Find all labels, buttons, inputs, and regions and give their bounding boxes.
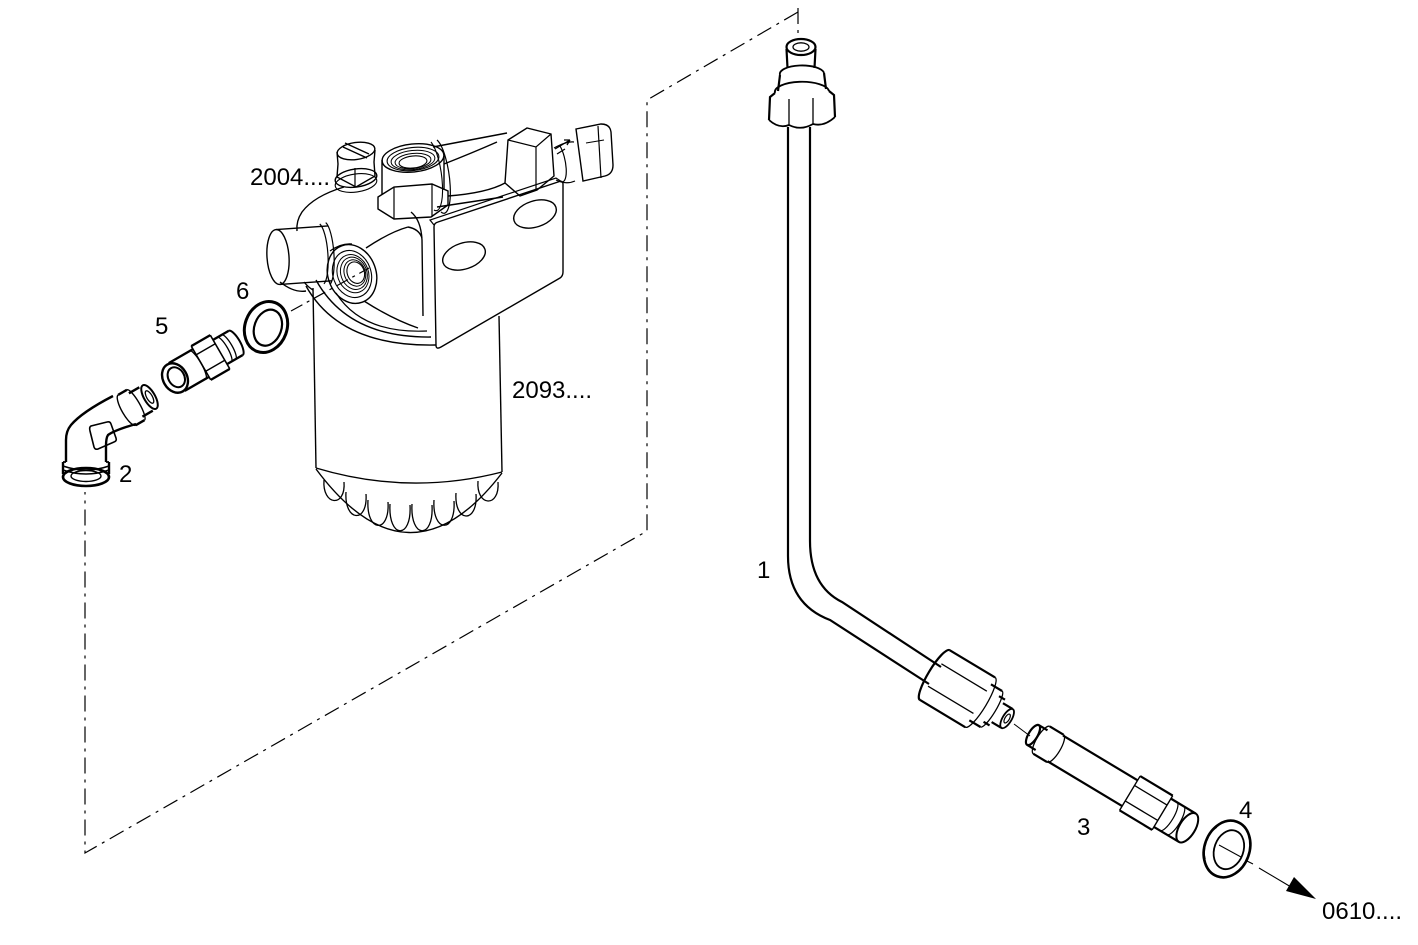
drain-plug [334, 141, 378, 193]
seal-ring-part6 [242, 300, 290, 354]
inline-fitting-part3 [1024, 723, 1200, 844]
exploded-axis-leader [290, 267, 370, 312]
left-port [266, 222, 335, 286]
seal-washer-part4 [1202, 819, 1252, 879]
elbow-fitting-part2 [61, 383, 159, 488]
labels: 2004.... 2093.... 0610.... 1 2 3 4 5 6 [119, 164, 1402, 925]
ref-label-filter-head[interactable]: 2004.... [250, 164, 330, 191]
outlet-fitting [430, 123, 614, 214]
fuel-pipe-part1 [767, 37, 1015, 730]
callout-item-6[interactable]: 6 [236, 278, 249, 305]
ref-label-continuation[interactable]: 0610.... [1322, 898, 1402, 925]
nipple-fitting-part5 [160, 329, 245, 394]
cartridge-wrench-flutes [323, 479, 499, 532]
front-port-boss [326, 226, 423, 329]
flow-direction-arrow-mark [554, 139, 571, 155]
callout-item-1[interactable]: 1 [757, 557, 770, 584]
callout-item-5[interactable]: 5 [155, 313, 168, 340]
callout-item-3[interactable]: 3 [1077, 814, 1090, 841]
boundary-plane-dashdot-line [84, 8, 799, 855]
head-body [279, 141, 506, 346]
callout-item-4[interactable]: 4 [1239, 797, 1252, 824]
continuation-arrowhead [1286, 877, 1316, 899]
mounting-bracket [428, 177, 564, 349]
pipe-union-nut [917, 648, 1015, 730]
ref-label-filter-cartridge[interactable]: 2093.... [512, 377, 592, 404]
filter-head-assembly [266, 123, 614, 349]
filter-cartridge [303, 281, 503, 534]
top-threaded-port [377, 143, 449, 220]
continuation-leader [1246, 860, 1316, 899]
callout-item-2[interactable]: 2 [119, 461, 132, 488]
